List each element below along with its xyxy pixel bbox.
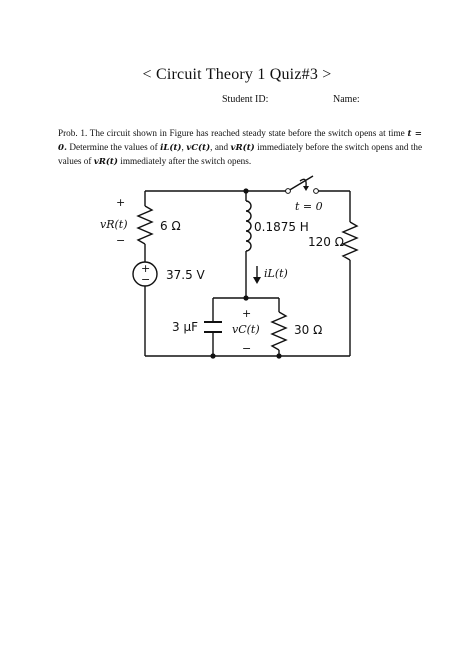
switch-blade: [287, 175, 314, 192]
vr-label: vR(t): [100, 218, 128, 231]
name-label: Name:: [333, 94, 360, 105]
switch-arrow-arc: [299, 178, 307, 187]
var-vr-2: vR(t): [93, 157, 118, 167]
vr-plus-sign: +: [116, 196, 125, 209]
and-text: , and: [210, 142, 231, 152]
switch-time-label: t = 0: [295, 200, 323, 213]
var-vc: vC(t): [186, 143, 211, 153]
inductor-coil: [245, 200, 252, 252]
node-cap-bottom: [210, 353, 216, 359]
problem-statement: Prob. 1. The circuit shown in Figure has…: [58, 127, 422, 169]
problem-text-1: Prob. 1. The circuit shown in Figure has…: [58, 128, 405, 138]
student-id-label: Student ID:: [222, 94, 269, 105]
problem-text-2: Determine the values of: [69, 142, 161, 152]
node-switch-left: [285, 188, 291, 194]
vc-label: vC(t): [232, 323, 260, 336]
vc-plus-sign: +: [242, 307, 251, 320]
source-label: 37.5 V: [166, 268, 206, 282]
problem-text-4: immediately after the switch opens.: [120, 156, 252, 166]
node-switch-right: [313, 188, 319, 194]
source-minus: −: [141, 273, 150, 286]
resistor-120-label: 120 Ω: [308, 235, 344, 249]
node-inner-top: [243, 295, 249, 301]
resistor-6-zigzag: [136, 205, 154, 245]
time-zero: t = 0.: [58, 129, 423, 153]
node-top-inductor: [243, 188, 249, 194]
resistor-30-zigzag: [270, 311, 288, 351]
var-il: iL(t): [160, 143, 182, 153]
resistor-120-zigzag: [341, 221, 359, 261]
var-vr: vR(t): [230, 143, 255, 153]
source-plus: +: [141, 262, 150, 275]
capacitor-label: 3 μF: [172, 320, 198, 334]
inductor-label: 0.1875 H: [254, 220, 309, 234]
switch-arrow-head: [303, 186, 309, 191]
current-arrow-head: [253, 277, 261, 284]
current-il-label: iL(t): [264, 267, 288, 280]
vc-minus-sign: −: [242, 342, 251, 355]
resistor-30-label: 30 Ω: [294, 323, 322, 337]
problem-text-3: immediately before the switch opens and …: [58, 142, 423, 166]
resistor-6-label: 6 Ω: [160, 219, 181, 233]
node-r30-bottom: [276, 353, 282, 359]
vr-minus-sign: −: [116, 234, 125, 247]
comma-1: ,: [181, 142, 187, 152]
quiz-title: < Circuit Theory 1 Quiz#3 >: [142, 66, 332, 83]
